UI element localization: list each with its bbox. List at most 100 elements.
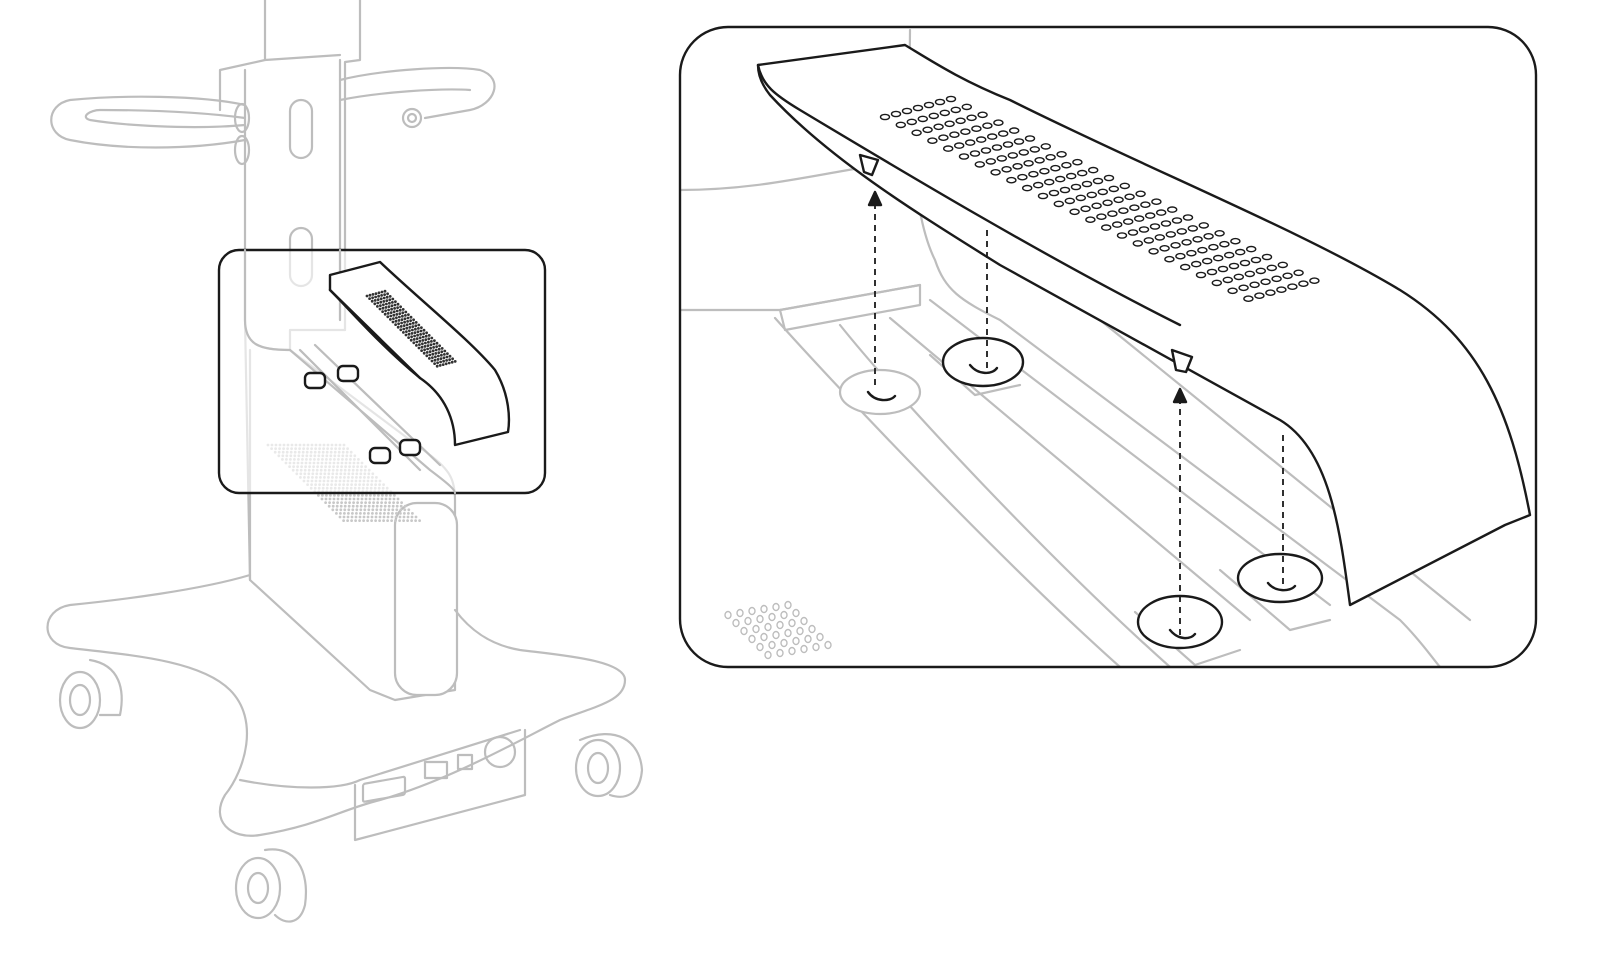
vent-hole — [402, 519, 405, 522]
vent-hole — [380, 293, 383, 297]
vent-hole — [379, 300, 383, 304]
vent-hole — [428, 350, 432, 353]
vent-hole — [402, 515, 406, 519]
vent-hole — [923, 101, 935, 109]
vent-hole — [408, 322, 412, 326]
vent-hole — [430, 356, 434, 359]
vent-hole — [423, 344, 427, 348]
vent-hole — [410, 519, 413, 522]
vent-hole — [359, 508, 363, 512]
vent-hole — [1024, 135, 1036, 142]
vent-hole — [1140, 201, 1151, 208]
vent-hole — [1034, 156, 1045, 164]
vent-hole — [1069, 208, 1080, 216]
vent-hole — [351, 508, 355, 512]
vent-hole — [1013, 138, 1025, 145]
vent-hole — [426, 347, 429, 351]
vent-hole — [434, 351, 438, 355]
vent-hole — [414, 515, 418, 519]
vent-hole — [378, 515, 382, 519]
vent-hole — [808, 624, 816, 634]
vent-hole — [764, 650, 772, 660]
vent-hole — [410, 512, 414, 515]
vent-hole — [391, 504, 395, 508]
vent-hole — [955, 117, 966, 125]
vent-hole — [334, 512, 338, 515]
vent-hole — [1227, 287, 1238, 295]
vent-hole — [425, 354, 429, 358]
vent-hole — [398, 519, 401, 522]
vent-hole — [411, 321, 415, 325]
vent-hole — [387, 305, 391, 308]
vent-hole — [732, 618, 740, 628]
vent-hole — [390, 304, 394, 308]
mount-pad — [1218, 552, 1332, 632]
vent-hole — [752, 624, 760, 634]
vent-hole — [411, 325, 415, 328]
vent-hole — [398, 512, 402, 515]
vent-hole — [435, 364, 439, 368]
vent-hole — [371, 292, 375, 296]
vent-hole — [407, 332, 411, 336]
vent-hole — [1133, 215, 1145, 222]
vent-hole — [1175, 252, 1186, 260]
vent-hole — [1100, 224, 1112, 231]
vent-hole — [960, 128, 971, 135]
vent-hole — [1250, 256, 1262, 264]
cart-handle — [50, 95, 247, 149]
vent-hole — [451, 357, 454, 361]
vent-hole — [744, 616, 752, 626]
vent-hole — [768, 612, 776, 622]
vent-hole — [374, 292, 378, 295]
vent-hole — [339, 508, 343, 512]
vent-hole — [1181, 238, 1192, 246]
vent-hole — [944, 120, 955, 128]
caster — [234, 848, 308, 923]
vent-hole — [378, 307, 382, 311]
vent-hole — [1151, 198, 1162, 205]
vent-hole — [448, 358, 451, 361]
vent-hole — [379, 297, 383, 301]
vent-hole — [943, 145, 954, 152]
vent-hole — [368, 297, 371, 300]
vent-hole — [396, 306, 399, 309]
vent-hole — [376, 497, 380, 501]
vent-hole — [406, 515, 410, 519]
vent-hole — [324, 493, 328, 497]
vent-hole — [1009, 127, 1020, 134]
vent-hole — [764, 622, 772, 632]
vent-hole — [1002, 141, 1014, 148]
vent-hole — [373, 298, 377, 302]
vent-hole — [405, 326, 409, 330]
vent-hole — [332, 501, 335, 504]
vent-hole — [367, 504, 371, 508]
vent-hole — [380, 493, 384, 497]
vent-hole — [431, 352, 435, 356]
vent-hole — [961, 103, 972, 111]
vent-hole — [1102, 199, 1113, 207]
vent-hole — [378, 512, 382, 515]
vent-hole — [1085, 216, 1096, 223]
vent-hole — [346, 515, 350, 519]
vent-hole — [384, 302, 388, 306]
vent-hole — [1176, 228, 1188, 235]
vent-hole — [954, 142, 965, 149]
vent-hole — [383, 289, 387, 293]
vent-hole — [393, 300, 397, 303]
vent-hole — [438, 344, 441, 348]
vent-hole — [1006, 176, 1017, 184]
vent-hole — [383, 293, 386, 296]
vent-hole — [1239, 259, 1251, 267]
vent-hole — [390, 515, 394, 519]
vent-hole — [1190, 260, 1202, 268]
vent-hole — [370, 299, 374, 303]
small-cover-vent-grid — [365, 289, 457, 368]
vent-hole — [393, 303, 397, 307]
vent-hole — [434, 348, 438, 352]
vent-hole — [383, 312, 387, 316]
vent-hole — [377, 291, 381, 295]
vent-hole — [382, 515, 386, 519]
vent-hole — [1081, 180, 1093, 188]
vent-hole — [392, 310, 396, 314]
vent-hole — [1238, 284, 1249, 292]
